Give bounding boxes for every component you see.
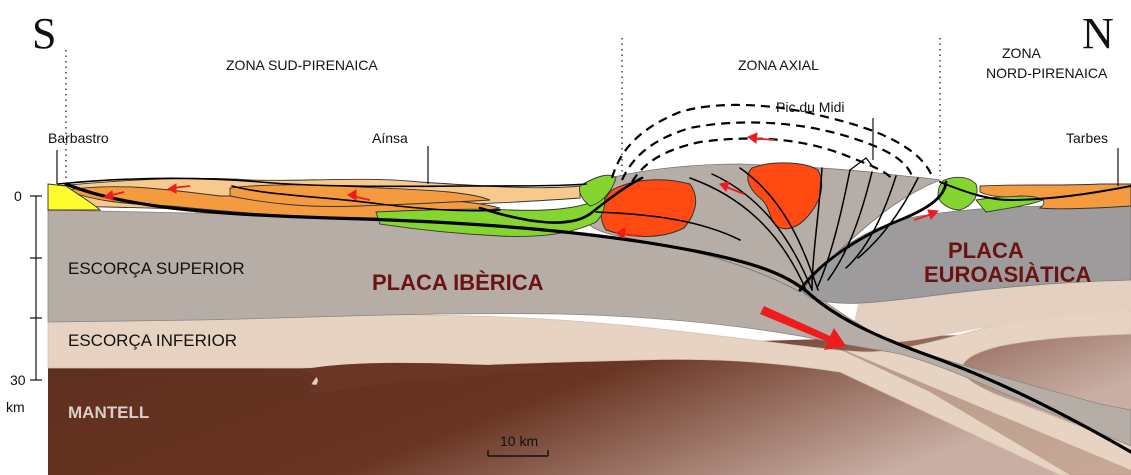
label-lower-crust: ESCORÇA INFERIOR bbox=[68, 331, 237, 350]
compass-north: N bbox=[1082, 9, 1114, 58]
place-leaders bbox=[57, 118, 1118, 186]
zone-nord-line2: NORD-PIRENAICA bbox=[986, 65, 1108, 81]
depth-axis bbox=[30, 196, 42, 380]
zone-sud-pirenaica: ZONA SUD-PIRENAICA bbox=[226, 57, 378, 73]
depth-unit: km bbox=[6, 399, 25, 415]
label-iberian-plate: PLACA IBÈRICA bbox=[372, 270, 544, 295]
label-eurasian-plate-2: EUROASIÀTICA bbox=[924, 262, 1092, 287]
label-mantle: MANTELL bbox=[68, 403, 149, 422]
pic-du-midi-peak bbox=[850, 158, 874, 170]
zone-axial: ZONA AXIAL bbox=[738, 57, 819, 73]
place-tarbes: Tarbes bbox=[1066, 130, 1108, 146]
place-barbastro: Barbastro bbox=[48, 130, 109, 146]
label-upper-crust: ESCORÇA SUPERIOR bbox=[68, 259, 245, 278]
zone-nord-line1: ZONA bbox=[1002, 45, 1042, 61]
label-eurasian-plate-1: PLACA bbox=[948, 238, 1024, 263]
scale-bar-label: 10 km bbox=[500, 433, 538, 449]
granite-body bbox=[601, 180, 695, 237]
depth-tick-30: 30 bbox=[10, 372, 26, 388]
compass-south: S bbox=[32, 9, 56, 58]
depth-tick-0: 0 bbox=[14, 188, 22, 204]
place-pic-du-midi: Pic du Midi bbox=[776, 99, 844, 115]
place-ainsa: Aínsa bbox=[372, 130, 408, 146]
